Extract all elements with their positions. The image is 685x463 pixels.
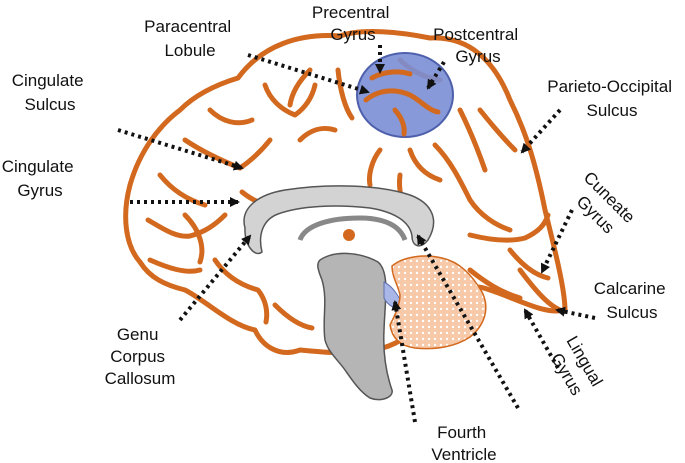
label-cingulate-sulcus: Cingulate Sulcus <box>12 71 89 114</box>
label-calcarine-sulcus: Calcarine Sulcus <box>594 279 671 322</box>
brainstem <box>317 252 393 401</box>
arrow-genu-corpus-callosum <box>178 234 252 322</box>
corpus-callosum <box>243 185 435 255</box>
cerebellum <box>389 255 487 350</box>
arrow-postcentral-gyrus <box>426 60 446 90</box>
pointer-arrows <box>117 45 596 423</box>
arrow-cuneate-gyrus <box>540 209 574 274</box>
label-lingual-gyrus: Lingual Gyrus <box>544 333 609 405</box>
label-cuneate-gyrus: Cuneate Gyrus <box>564 168 642 246</box>
anterior-commissure <box>343 229 355 241</box>
label-precentral-gyrus: Precentral Gyrus <box>312 3 394 44</box>
label-parieto-occipital-sulcus: Parieto-Occipital Sulcus <box>547 77 676 120</box>
label-postcentral-gyrus: Postcentral Gyrus <box>433 25 523 66</box>
label-cingulate-gyrus: Cingulate Gyrus <box>2 157 79 200</box>
label-paracentral-lobule: Paracentral Lobule <box>144 17 236 60</box>
label-fourth-ventricle: Fourth Ventricle <box>431 423 496 463</box>
arrow-parieto-occipital-sulcus <box>520 108 562 154</box>
arrow-cingulate-sulcus <box>117 128 244 171</box>
arrow-corpus-callosum-splenium <box>416 234 520 410</box>
label-genu-corpus-callosum: Genu Corpus Callosum <box>105 325 176 388</box>
fornix <box>297 215 408 242</box>
